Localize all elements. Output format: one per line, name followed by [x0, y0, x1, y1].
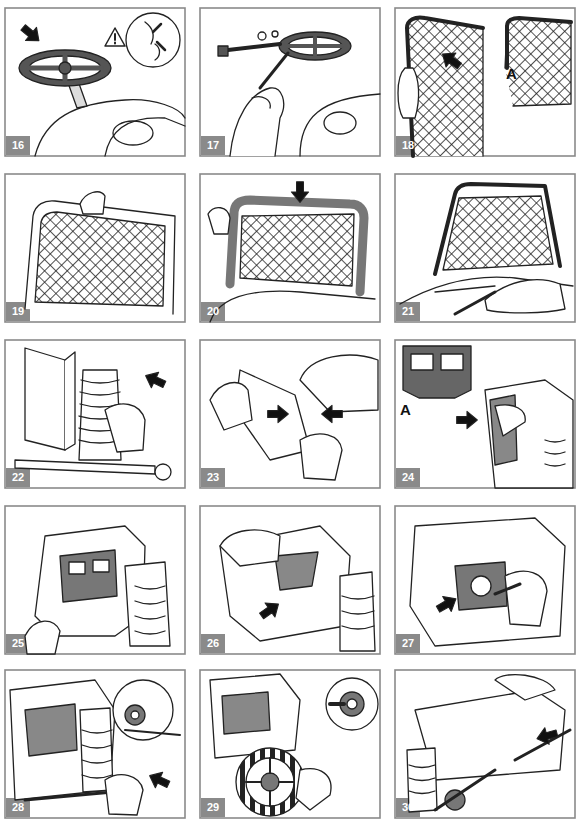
- part-letter: A: [400, 402, 411, 418]
- step-number: 25: [6, 634, 30, 653]
- step-number: 26: [201, 634, 225, 653]
- clip-step: [210, 355, 378, 480]
- step-number: 23: [201, 468, 225, 487]
- step-number: 20: [201, 302, 225, 321]
- step-number: 24: [396, 468, 420, 487]
- part-letter: A: [506, 66, 517, 82]
- panel-number-badges: [6, 136, 420, 817]
- step-number: 17: [201, 136, 225, 155]
- step-number: 27: [396, 634, 420, 653]
- bolt-step: [218, 31, 380, 156]
- step-number: 29: [201, 798, 225, 817]
- net-frame-step: [25, 192, 175, 314]
- step-number: 22: [6, 468, 30, 487]
- bellows-step: [15, 348, 171, 480]
- axle-step: [10, 680, 180, 815]
- net-seat-step: [208, 182, 375, 322]
- net-screw-step: [400, 184, 573, 314]
- rear-axle-step: [407, 675, 570, 812]
- net-panel-step: [398, 17, 571, 156]
- wheel-step: [210, 674, 378, 816]
- headlight-step: [220, 526, 375, 651]
- steering-wheel-step: [18, 13, 185, 156]
- step-number: 18: [396, 136, 420, 155]
- step-number: 30: [396, 798, 420, 817]
- step-number: 16: [6, 136, 30, 155]
- panel-frames: [5, 8, 575, 818]
- light-screw-step: [410, 518, 565, 646]
- step-number: 28: [6, 798, 30, 817]
- front-frame-step: [25, 526, 170, 654]
- grille-step: [403, 346, 573, 488]
- step-number: 19: [6, 302, 30, 321]
- step-number: 21: [396, 302, 420, 321]
